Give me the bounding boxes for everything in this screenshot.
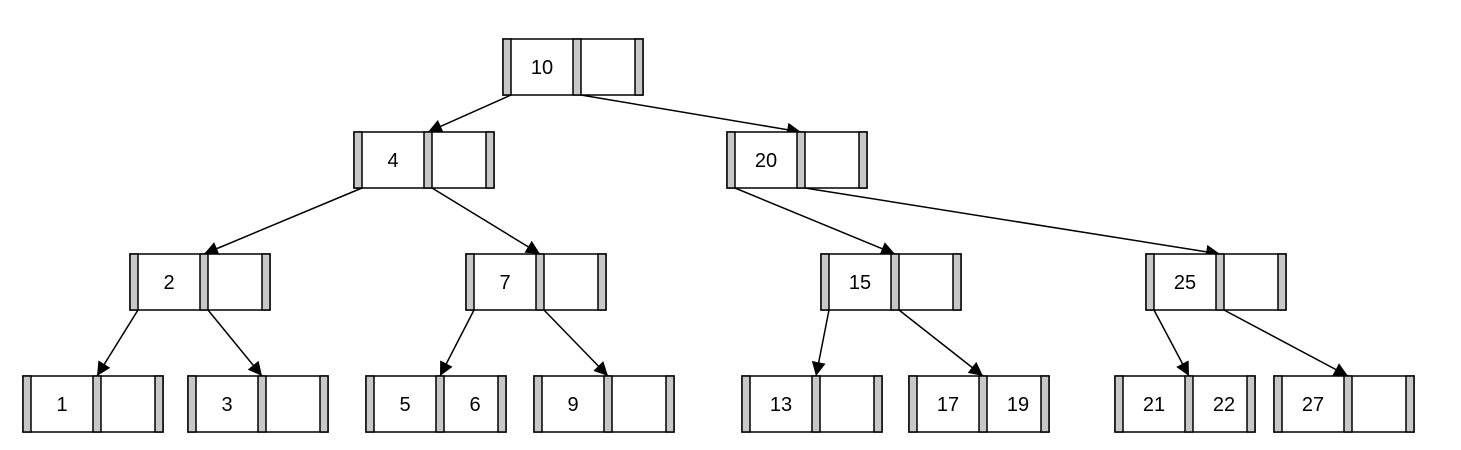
edge-n4-to-n7	[431, 187, 541, 255]
btree-node-n15: 15	[820, 253, 962, 311]
btree-node-n4: 4	[353, 131, 495, 189]
btree-node-n20: 20	[726, 131, 868, 189]
pointer-slot	[533, 375, 543, 433]
pointer-slot	[1277, 253, 1287, 311]
pointer-slot	[796, 131, 806, 189]
pointer-slot	[22, 375, 32, 433]
node-key: 5	[399, 394, 410, 416]
pointer-slot	[978, 375, 988, 433]
node-key: 17	[937, 394, 959, 416]
pointer-slot	[365, 375, 375, 433]
pointer-slot	[92, 375, 102, 433]
pointer-slot	[572, 38, 582, 96]
pointer-slot	[187, 375, 197, 433]
pointer-slot	[257, 375, 267, 433]
pointer-slot	[129, 253, 139, 311]
pointer-slot	[154, 375, 164, 433]
edge-n15-to-n13	[811, 309, 830, 377]
edge-n7-to-n56	[439, 309, 475, 377]
node-key: 21	[1143, 394, 1165, 416]
node-key: 15	[849, 272, 871, 294]
edge-n20-to-n15	[734, 187, 896, 256]
pointer-slot	[726, 131, 736, 189]
edge-n2-to-n3	[207, 309, 263, 377]
pointer-slot	[952, 253, 962, 311]
pointer-slot	[1246, 375, 1256, 433]
pointer-slot	[497, 375, 507, 433]
btree-node-n1: 1	[22, 375, 164, 433]
node-key: 7	[499, 272, 510, 294]
btree-node-n3: 3	[187, 375, 329, 433]
node-key: 27	[1302, 394, 1324, 416]
pointer-slot	[890, 253, 900, 311]
node-key: 4	[387, 150, 398, 172]
pointer-slot	[535, 253, 545, 311]
pointer-slot	[873, 375, 883, 433]
pointer-slot	[1114, 375, 1124, 433]
pointer-slot	[1184, 375, 1194, 433]
pointer-slot	[353, 131, 363, 189]
pointer-slot	[319, 375, 329, 433]
pointer-slot	[1343, 375, 1353, 433]
node-key: 20	[755, 150, 777, 172]
node-key: 6	[469, 394, 480, 416]
node-key: 9	[567, 394, 578, 416]
pointer-slot	[811, 375, 821, 433]
node-key: 2	[163, 272, 174, 294]
pointer-slot	[665, 375, 675, 433]
edges-layer	[96, 94, 1349, 377]
btree-node-n9: 9	[533, 375, 675, 433]
pointer-slot	[423, 131, 433, 189]
btree-node-n2122: 21 22	[1114, 375, 1256, 433]
pointer-slot	[261, 253, 271, 311]
pointer-slot	[1040, 375, 1050, 433]
pointer-slot	[741, 375, 751, 433]
edge-n2-to-n1	[96, 309, 139, 377]
pointer-slot	[1145, 253, 1155, 311]
node-key: 13	[770, 394, 792, 416]
pointer-slot	[465, 253, 475, 311]
edge-n10-to-n20	[580, 94, 802, 137]
btree-node-n27: 27	[1273, 375, 1415, 433]
node-key: 22	[1213, 394, 1235, 416]
edge-n25-to-n2122	[1153, 309, 1190, 377]
pointer-slot	[1273, 375, 1283, 433]
btree-node-n13: 13	[741, 375, 883, 433]
pointer-slot	[634, 38, 644, 96]
btree-node-n2: 2	[129, 253, 271, 311]
pointer-slot	[502, 38, 512, 96]
edge-n10-to-n4	[427, 94, 512, 133]
node-key: 1	[56, 394, 67, 416]
btree-node-n7: 7	[465, 253, 607, 311]
pointer-slot	[858, 131, 868, 189]
pointer-slot	[908, 375, 918, 433]
edge-n20-to-n25	[804, 187, 1221, 259]
btree-node-n25: 25	[1145, 253, 1287, 311]
edge-n15-to-n1719	[898, 309, 984, 377]
pointer-slot	[199, 253, 209, 311]
edge-n7-to-n9	[543, 309, 609, 377]
pointer-slot	[820, 253, 830, 311]
edge-n25-to-n27	[1223, 309, 1349, 377]
node-key: 3	[221, 394, 232, 416]
pointer-slot	[603, 375, 613, 433]
pointer-slot	[1215, 253, 1225, 311]
pointer-slot	[1405, 375, 1415, 433]
node-key: 19	[1007, 394, 1029, 416]
btree-node-n10: 10	[502, 38, 644, 96]
pointer-slot	[597, 253, 607, 311]
edge-n4-to-n2	[203, 187, 363, 256]
node-key: 25	[1174, 272, 1196, 294]
pointer-slot	[485, 131, 495, 189]
node-key: 10	[531, 57, 553, 79]
pointer-slot	[435, 375, 445, 433]
